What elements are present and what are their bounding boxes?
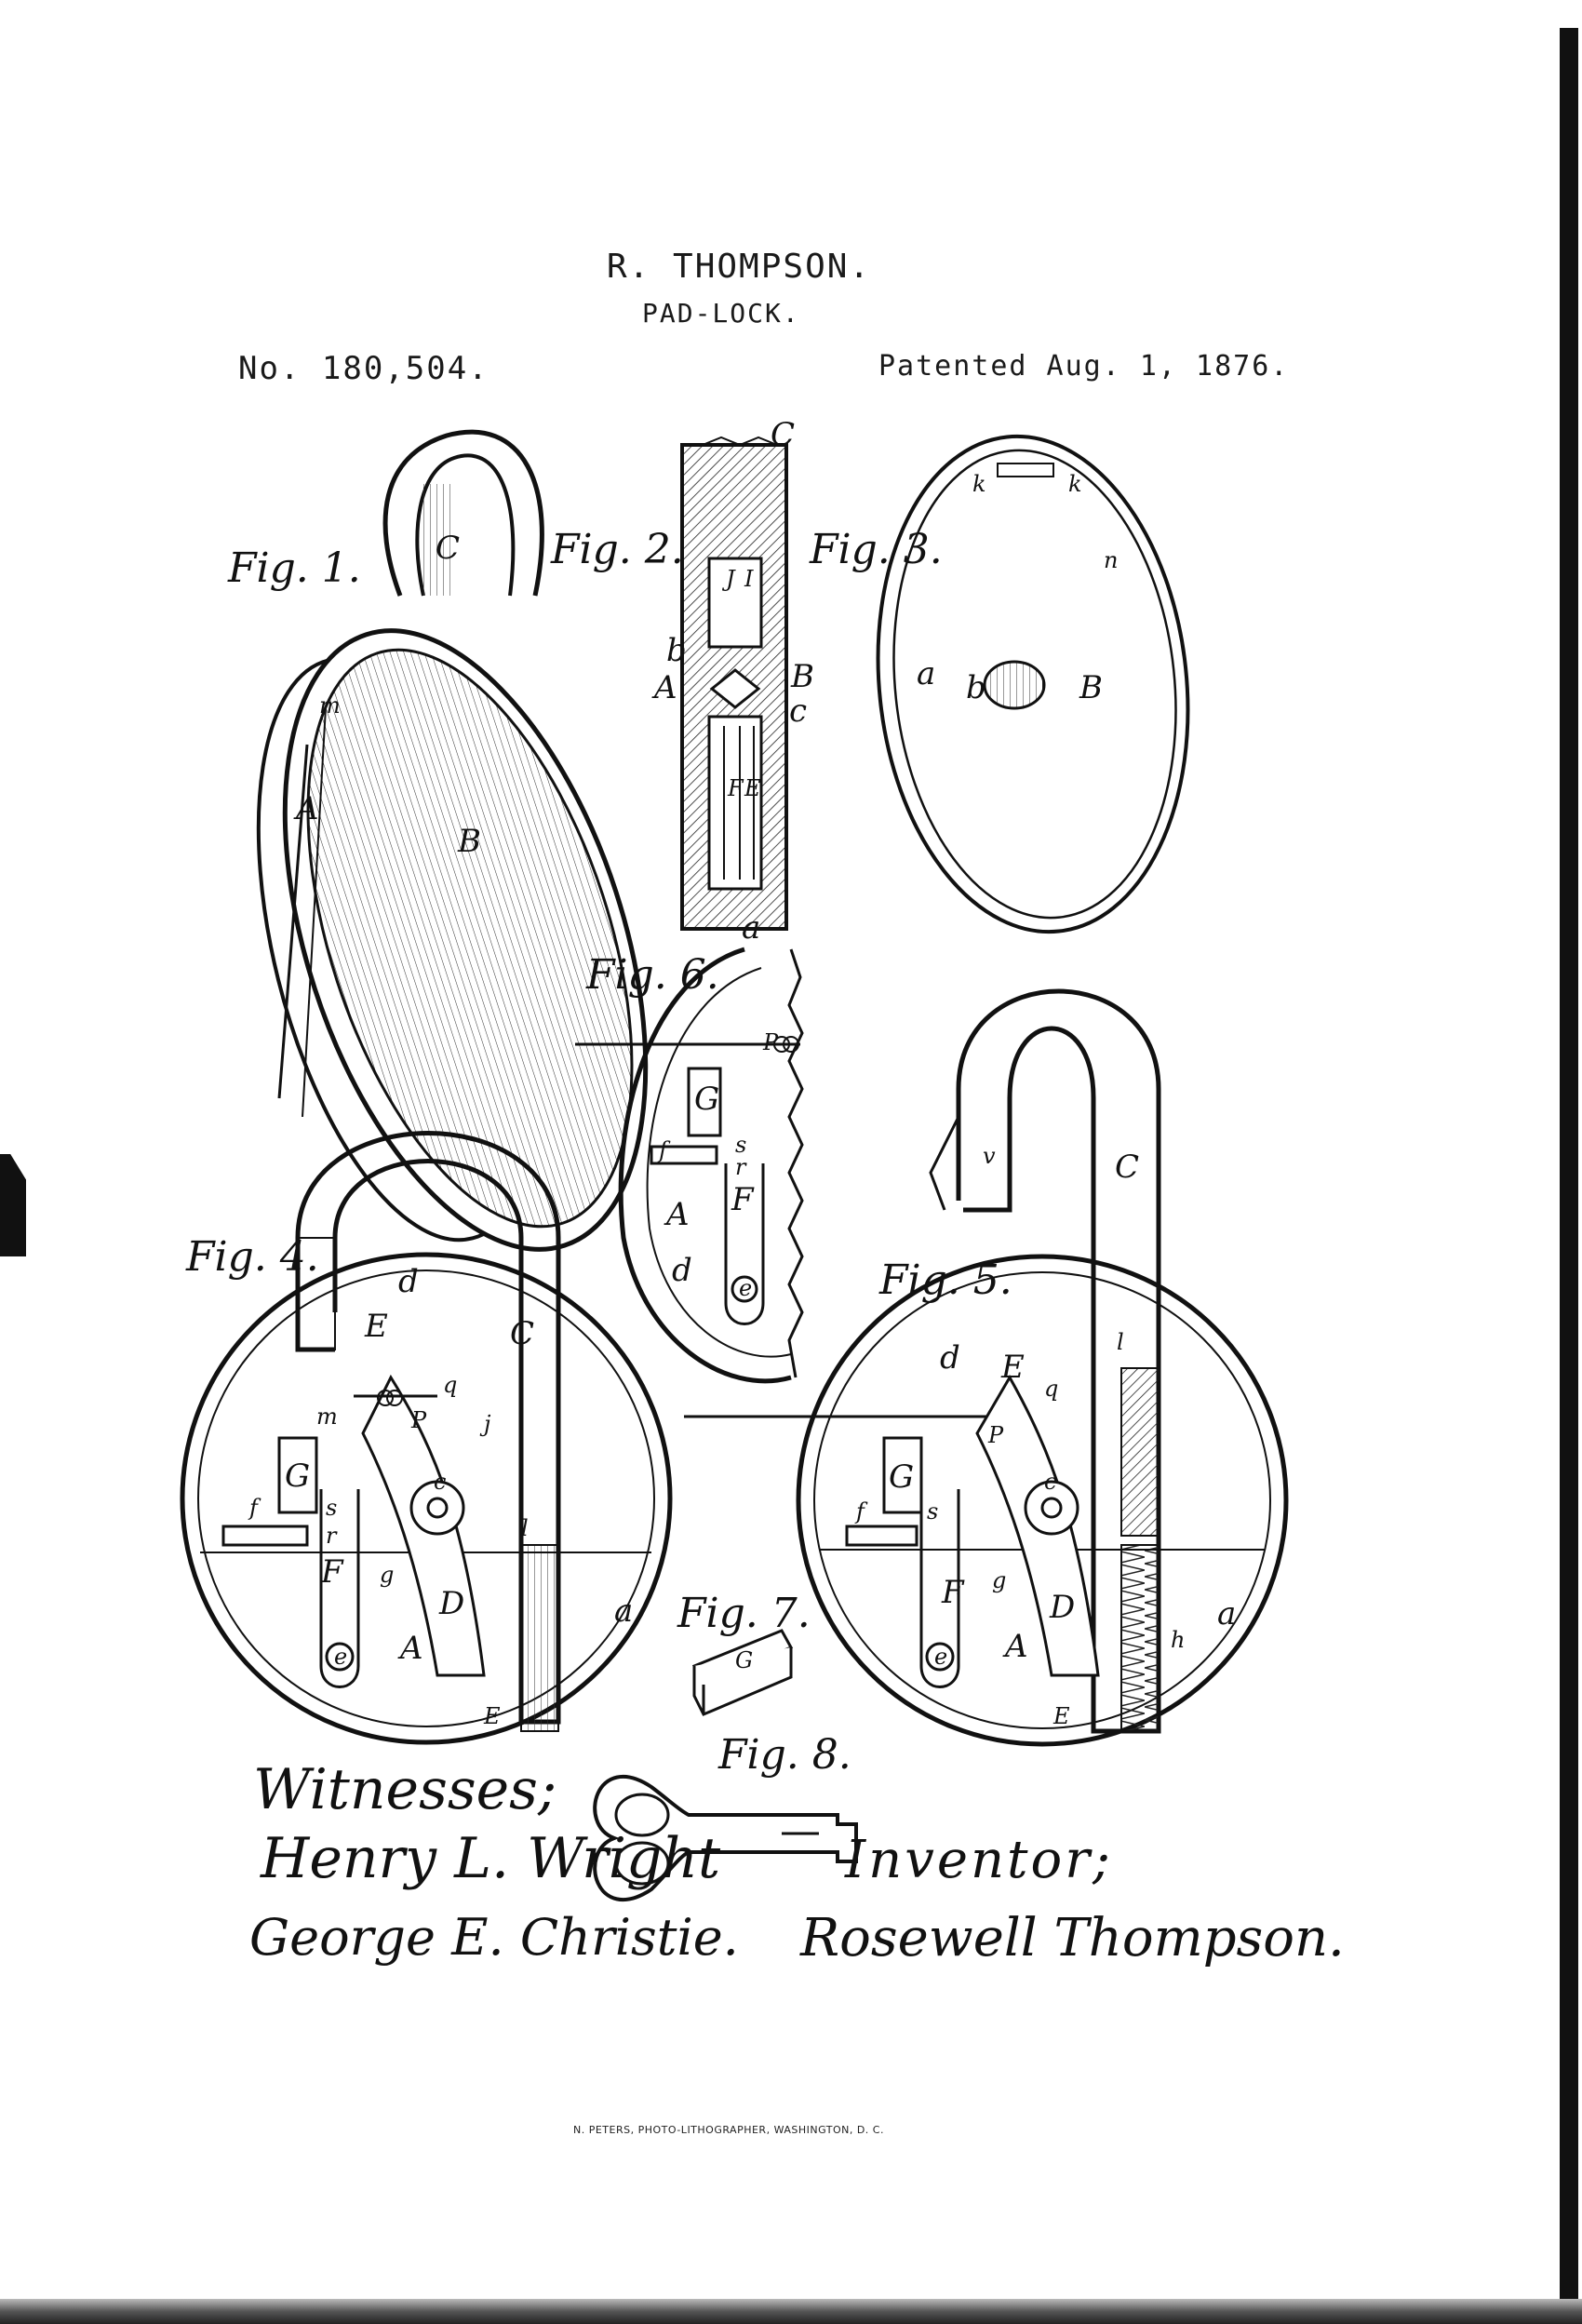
fig6-ref-p: P — [762, 1029, 779, 1055]
fig4-ref-A: A — [397, 1630, 423, 1667]
fig5-ref-f: f — [854, 1498, 868, 1525]
fig6-ref-s: s — [735, 1132, 746, 1158]
fig5-ref-h: h — [1171, 1627, 1185, 1653]
fig5-ref-d: d — [940, 1339, 960, 1377]
fig4-ref-a: a — [614, 1592, 633, 1630]
fig4-ref-e: e — [334, 1644, 347, 1670]
fig6-label: Fig. 6. — [585, 951, 719, 999]
fig8-label: Fig. 8. — [717, 1731, 851, 1779]
fig4-ref-C: C — [510, 1315, 534, 1352]
fig6-ref-d: d — [672, 1252, 692, 1289]
fig4-ref-m: m — [316, 1404, 338, 1430]
fig4-ref-f: f — [248, 1495, 261, 1521]
fig7-drawing — [691, 1629, 794, 1716]
fig1-ref-m: m — [319, 692, 341, 719]
fig4-ref-E2: E — [483, 1703, 501, 1729]
fig2-ref-I: I — [744, 566, 754, 592]
fig5-ref-F: F — [941, 1574, 965, 1611]
fig5-ref-G: G — [889, 1458, 914, 1496]
fig3-ref-k1: k — [972, 471, 986, 497]
patent-date: Patented Aug. 1, 1876. — [878, 350, 1290, 383]
fig6-ref-A: A — [664, 1196, 690, 1233]
fig5-ref-c: c — [1044, 1469, 1056, 1495]
inventor-label: Inventor; — [845, 1830, 1113, 1890]
fig2-ref-E: E — [744, 775, 761, 801]
fig1-ref-B: B — [457, 823, 481, 860]
fig5-label: Fig. 5. — [878, 1256, 1012, 1304]
fig6-ref-G: G — [694, 1081, 719, 1118]
scan-edge-bottom — [0, 2299, 1582, 2324]
fig3-label: Fig. 3. — [809, 526, 943, 573]
fig4-ref-G: G — [285, 1458, 310, 1495]
fig4-ref-p: P — [410, 1407, 427, 1433]
fig5-ref-s: s — [927, 1498, 938, 1525]
fig3-ref-a: a — [917, 655, 935, 692]
fig2-ref-B: B — [790, 658, 814, 695]
fig5-ref-E2: E — [1052, 1703, 1070, 1729]
fig3-ref-B: B — [1079, 669, 1103, 706]
fig8-drawing — [593, 1774, 858, 1902]
fig3-drawing — [876, 434, 1190, 934]
fig4-ref-l: l — [521, 1515, 529, 1541]
fig1-ref-A: A — [293, 790, 319, 827]
fig2-ref-C: C — [771, 416, 795, 453]
fig5-ref-q: q — [1044, 1376, 1058, 1402]
fig2-ref-F: F — [727, 775, 744, 801]
fig6-ref-r: r — [735, 1154, 747, 1180]
fig4-drawing — [180, 1131, 673, 1745]
fig1-ref-C: C — [436, 530, 460, 567]
fig3-ref-n: n — [1104, 547, 1118, 573]
fig2-ref-A: A — [651, 669, 677, 706]
fig7-label: Fig. 7. — [677, 1590, 811, 1637]
fig1-label: Fig. 1. — [227, 544, 361, 592]
fig2-ref-c: c — [789, 692, 807, 730]
fig4-label: Fig. 4. — [185, 1233, 319, 1281]
fig5-drawing — [684, 988, 1289, 1747]
fig5-ref-v: v — [983, 1143, 996, 1169]
fig2-ref-b: b — [666, 632, 687, 669]
fig4-ref-g: g — [380, 1562, 394, 1588]
fig1-drawing — [256, 429, 649, 1252]
inventor-heading: R. THOMPSON. — [607, 248, 872, 286]
fig6-ref-e: e — [739, 1275, 752, 1301]
fig4-ref-D: D — [438, 1585, 464, 1622]
fig4-ref-s: s — [326, 1495, 337, 1521]
fig4-ref-d: d — [398, 1263, 419, 1300]
fig5-ref-E1: E — [1000, 1349, 1025, 1386]
fig4-ref-F: F — [320, 1553, 344, 1591]
fig6-ref-F: F — [731, 1181, 755, 1218]
witness-signature-2: George E. Christie. — [249, 1908, 739, 1967]
fig4-ref-E1: E — [364, 1308, 388, 1345]
fig2-drawing — [680, 436, 788, 931]
fig5-ref-D: D — [1049, 1589, 1075, 1626]
fig5-ref-e: e — [934, 1644, 947, 1670]
patent-title: PAD-LOCK. — [642, 298, 800, 329]
scan-edge-right — [1560, 28, 1578, 2324]
fig3-ref-k2: k — [1068, 471, 1082, 497]
fig3-ref-b: b — [966, 669, 986, 706]
fig4-ref-j: j — [479, 1411, 491, 1437]
fig6-drawing — [575, 947, 804, 1384]
witnesses-label: Witnesses; — [253, 1757, 557, 1822]
fig4-ref-r: r — [326, 1523, 338, 1549]
fig5-ref-C: C — [1115, 1149, 1139, 1186]
fig2-label: Fig. 2. — [550, 526, 684, 573]
fig5-ref-p: P — [987, 1422, 1004, 1448]
lithographer-credit: N. PETERS, PHOTO-LITHOGRAPHER, WASHINGTO… — [573, 2124, 884, 2136]
witness-signature-1: Henry L. Wright — [261, 1826, 721, 1891]
patent-number: No. 180,504. — [238, 350, 489, 387]
fig5-ref-A: A — [1002, 1628, 1028, 1665]
fig4-ref-q: q — [443, 1372, 457, 1398]
fig7-ref-G: G — [735, 1647, 753, 1673]
fig4-ref-c: c — [434, 1469, 446, 1495]
fig5-ref-g: g — [992, 1567, 1006, 1593]
inventor-signature: Rosewell Thompson. — [800, 1908, 1345, 1968]
fig2-ref-a: a — [742, 909, 760, 947]
fig5-ref-l: l — [1117, 1329, 1124, 1355]
fig5-ref-a: a — [1217, 1595, 1236, 1632]
